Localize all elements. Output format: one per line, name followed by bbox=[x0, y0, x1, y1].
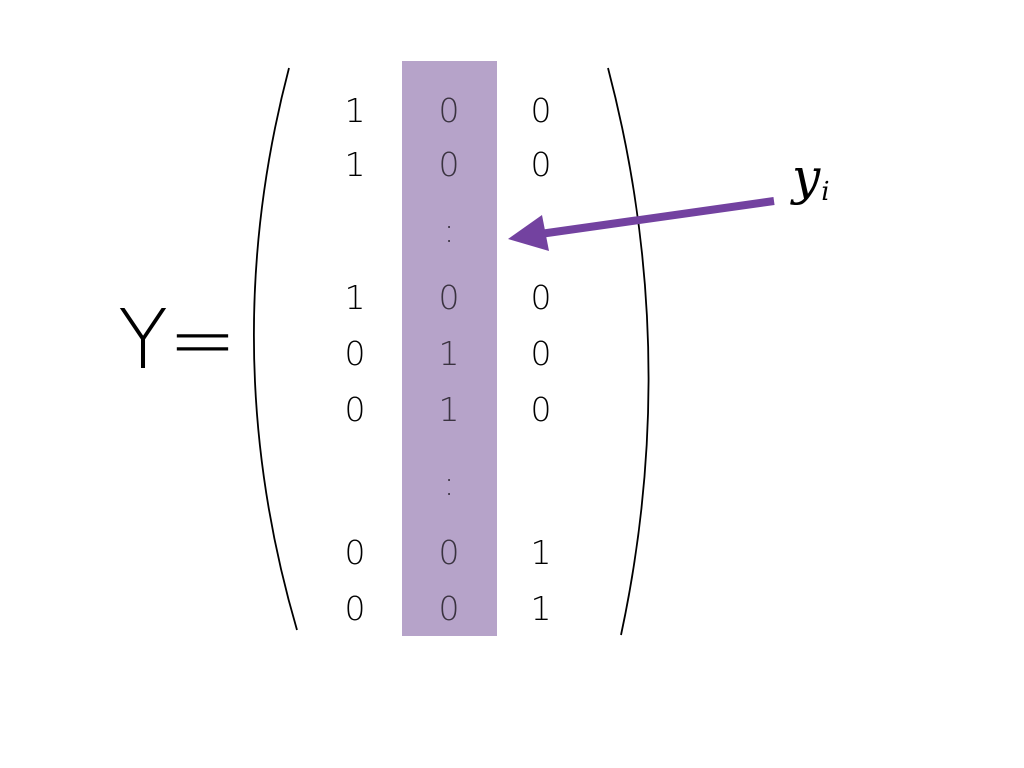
matrix-cell: 0 bbox=[438, 278, 460, 317]
matrix-cell: 0 bbox=[344, 533, 366, 572]
column-label: yi bbox=[792, 152, 830, 205]
matrix-cell: 0 bbox=[530, 91, 552, 130]
matrix-cell: 0 bbox=[438, 589, 460, 628]
matrix-cell: 0 bbox=[530, 145, 552, 184]
matrix-cell: 0 bbox=[344, 589, 366, 628]
highlighted-column bbox=[402, 61, 497, 636]
arrow-shaft bbox=[539, 197, 775, 238]
matrix-name: Y= bbox=[118, 293, 237, 388]
matrix-cell: 0 bbox=[438, 145, 460, 184]
left-parenthesis bbox=[253, 67, 298, 631]
matrix-cell: 0 bbox=[344, 390, 366, 429]
matrix-cell: : bbox=[443, 464, 455, 503]
matrix-cell: 0 bbox=[438, 533, 460, 572]
matrix-cell: 0 bbox=[344, 334, 366, 373]
matrix-cell: : bbox=[443, 211, 455, 250]
right-parenthesis bbox=[607, 67, 650, 636]
matrix-cell: 1 bbox=[344, 278, 366, 317]
column-label-subscript: i bbox=[821, 177, 830, 207]
matrix-cell: 1 bbox=[344, 91, 366, 130]
matrix-cell: 1 bbox=[530, 533, 552, 572]
arrow-head bbox=[508, 215, 549, 251]
matrix-cell: 0 bbox=[530, 278, 552, 317]
matrix-cell: 1 bbox=[530, 589, 552, 628]
matrix-cell: 0 bbox=[530, 334, 552, 373]
matrix-cell: 0 bbox=[438, 91, 460, 130]
matrix-cell: 1 bbox=[344, 145, 366, 184]
matrix-cell: 1 bbox=[438, 334, 460, 373]
matrix-cell: 1 bbox=[438, 390, 460, 429]
column-label-symbol: y bbox=[792, 148, 821, 206]
matrix-cell: 0 bbox=[530, 390, 552, 429]
